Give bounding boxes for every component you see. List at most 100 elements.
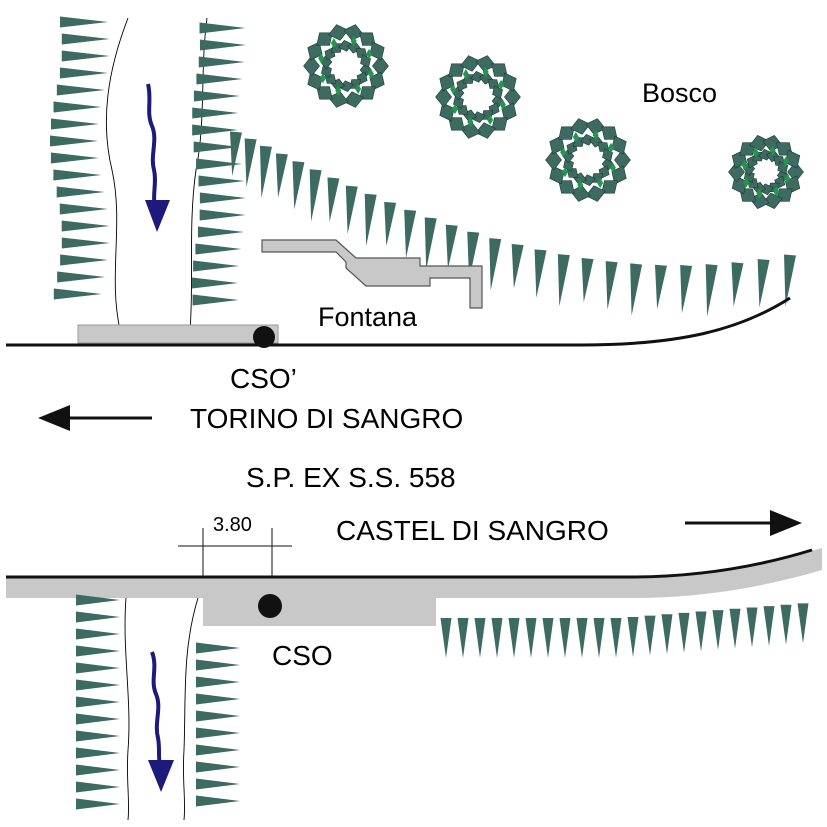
- grass-tuft-icon: [797, 603, 809, 644]
- grass-tuft-icon: [695, 611, 707, 652]
- grass-tuft-icon: [627, 616, 639, 657]
- grass-tuft-icon: [196, 778, 240, 790]
- lower-road-pavement: [6, 548, 822, 598]
- grass-tuft-icon: [244, 138, 257, 187]
- grass-tuft-icon: [50, 135, 99, 147]
- grass-tuft-icon: [557, 254, 570, 307]
- tree-canopy-icon: [545, 118, 631, 202]
- grass-tuft-icon: [780, 604, 792, 645]
- grass-tuft-icon: [76, 730, 120, 742]
- tree-canopy-icon: [728, 135, 804, 209]
- flow-arrow-icon: [145, 83, 170, 232]
- grass-tuft-icon: [193, 90, 240, 102]
- stream-bank-left-upper: [105, 17, 129, 331]
- cso-upper-label: CSO’: [230, 363, 297, 394]
- cso-lower-label: CSO: [272, 640, 333, 671]
- stream-bank-right-lower: [182, 597, 199, 821]
- vegetation-slope: [230, 131, 796, 317]
- grass-tuft-icon: [57, 271, 106, 283]
- grass-tuft-icon: [196, 795, 240, 807]
- grass-tuft-icon: [76, 611, 120, 623]
- grass-tuft-icon: [59, 203, 108, 215]
- grass-tuft-icon: [192, 124, 239, 136]
- woodland-trees: [303, 24, 804, 209]
- grass-tuft-icon: [275, 153, 288, 198]
- grass-tuft-icon: [559, 618, 571, 658]
- grass-tuft-icon: [196, 761, 240, 773]
- grass-tuft-icon: [61, 237, 110, 249]
- upper-road-shoulder: [77, 324, 279, 344]
- grass-tuft-icon: [630, 263, 643, 316]
- grass-tuft-icon: [576, 618, 588, 658]
- grass-tuft-icon: [491, 618, 503, 658]
- grass-tuft-icon: [76, 713, 120, 725]
- grass-tuft-icon: [731, 262, 744, 307]
- grass-tuft-icon: [678, 612, 690, 653]
- vegetation-left-lower: [76, 594, 120, 810]
- upper-road-edge: [6, 296, 791, 347]
- dimension-label: 3.80: [213, 514, 252, 536]
- grass-tuft-icon: [705, 264, 718, 317]
- vegetation-left-upper: [50, 16, 110, 300]
- grass-tuft-icon: [712, 610, 724, 651]
- bosco-label: Bosco: [642, 78, 717, 108]
- culvert-dot-icon: [253, 326, 275, 348]
- grass-tuft-icon: [76, 696, 120, 708]
- grass-tuft-icon: [196, 73, 243, 85]
- fontana-label: Fontana: [318, 302, 418, 332]
- grass-tuft-icon: [525, 618, 537, 658]
- grass-tuft-icon: [198, 175, 245, 187]
- grass-tuft-icon: [76, 628, 120, 640]
- grass-tuft-icon: [196, 676, 240, 688]
- grass-tuft-icon: [593, 618, 605, 658]
- vegetation-right-lower: [196, 642, 240, 807]
- flow-arrow-icon: [148, 651, 174, 792]
- grass-tuft-icon: [763, 606, 775, 647]
- grass-tuft-icon: [404, 209, 417, 259]
- grass-tuft-icon: [292, 161, 305, 210]
- grass-tuft-icon: [192, 277, 239, 289]
- grass-tuft-icon: [196, 693, 240, 705]
- grass-tuft-icon: [196, 659, 240, 671]
- grass-tuft-icon: [440, 618, 452, 658]
- grass-tuft-icon: [76, 645, 120, 657]
- tree-canopy-icon: [435, 55, 521, 139]
- grass-tuft-icon: [195, 243, 242, 255]
- grass-tuft-icon: [424, 217, 437, 270]
- vegetation-roadside: [440, 603, 809, 658]
- grass-tuft-icon: [199, 22, 246, 34]
- tree-canopy-icon: [303, 24, 389, 108]
- grass-tuft-icon: [199, 192, 246, 204]
- grass-tuft-icon: [757, 258, 770, 308]
- grass-tuft-icon: [309, 169, 322, 222]
- grass-tuft-icon: [680, 264, 693, 314]
- grass-tuft-icon: [50, 118, 99, 130]
- grass-tuft-icon: [581, 258, 594, 303]
- direction-arrow-left-icon: [38, 405, 152, 431]
- grass-tuft-icon: [192, 107, 239, 119]
- grass-tuft-icon: [61, 50, 110, 62]
- grass-tuft-icon: [76, 679, 120, 691]
- lower-road-edge: [6, 548, 813, 579]
- grass-tuft-icon: [76, 747, 120, 759]
- grass-tuft-icon: [76, 781, 120, 793]
- grass-tuft-icon: [199, 39, 246, 51]
- grass-tuft-icon: [53, 101, 102, 113]
- grass-tuft-icon: [327, 177, 340, 222]
- torino-label: TORINO DI SANGRO: [190, 403, 463, 434]
- grass-tuft-icon: [76, 764, 120, 776]
- grass-tuft-icon: [53, 288, 102, 300]
- grass-tuft-icon: [61, 33, 110, 45]
- grass-tuft-icon: [345, 185, 358, 234]
- grass-tuft-icon: [230, 131, 242, 176]
- grass-tuft-icon: [199, 209, 246, 221]
- grass-tuft-icon: [784, 254, 796, 307]
- grass-tuft-icon: [76, 798, 120, 810]
- grass-tuft-icon: [196, 710, 240, 722]
- grass-tuft-icon: [198, 56, 245, 68]
- grass-tuft-icon: [196, 727, 240, 739]
- grass-tuft-icon: [192, 294, 239, 306]
- grass-tuft-icon: [654, 264, 667, 310]
